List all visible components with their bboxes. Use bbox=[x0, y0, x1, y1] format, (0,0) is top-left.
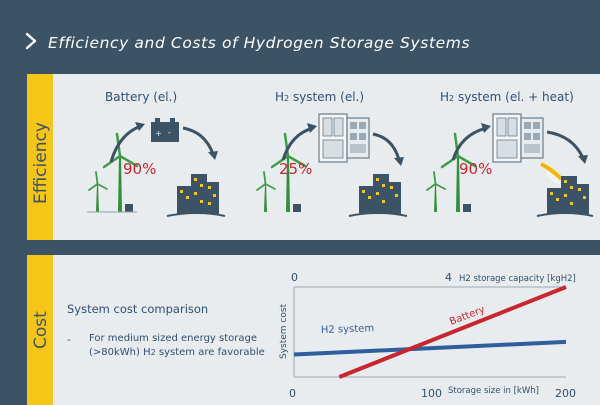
scenario-title-h2-el-heat: H2 system (el. + heat) bbox=[440, 90, 574, 104]
page-title: Efficiency and Costs of Hydrogen Storage… bbox=[48, 34, 471, 52]
top-axis-label: H2 storage capacity [kgH2] bbox=[459, 274, 576, 284]
scenario-title-battery: Battery (el.) bbox=[105, 90, 178, 104]
x-axis-label: Storage size in [kWh] bbox=[448, 386, 539, 396]
efficiency-value-battery: 90% bbox=[123, 160, 157, 178]
cost-comparison-title: System cost comparison bbox=[67, 302, 209, 316]
efficiency-value-h2-el: 25% bbox=[279, 160, 313, 178]
scenario-title-h2-el: H2 system (el.) bbox=[275, 90, 365, 104]
x-tick-0: 0 bbox=[289, 387, 296, 400]
chevron-right-icon bbox=[25, 32, 37, 50]
buildings-icon bbox=[166, 174, 226, 217]
buildings-icon bbox=[348, 174, 407, 217]
buildings-icon bbox=[536, 176, 594, 217]
header: Efficiency and Costs of Hydrogen Storage… bbox=[0, 0, 600, 66]
cost-label: Cost bbox=[31, 311, 51, 349]
efficiency-value-h2-el-heat: 90% bbox=[459, 160, 493, 178]
arrow-head-icon bbox=[135, 122, 145, 131]
series-label-h2: H2 system bbox=[321, 323, 375, 336]
svg-text:+: + bbox=[155, 129, 162, 138]
svg-text:-: - bbox=[168, 128, 171, 137]
y-axis-label: System cost bbox=[279, 303, 289, 359]
bullet-dash: - bbox=[67, 334, 71, 346]
battery-icon: + - bbox=[151, 118, 179, 142]
x-tick-100: 100 bbox=[421, 387, 442, 400]
cost-side-tab bbox=[27, 255, 53, 405]
h2-cabinet-icon bbox=[318, 113, 370, 163]
h2-cabinet-icon bbox=[492, 113, 544, 163]
efficiency-side-tab bbox=[27, 74, 53, 240]
top-axis-tick-4: 4 bbox=[445, 271, 452, 284]
series-line-battery bbox=[338, 285, 567, 379]
wind-turbine-icon bbox=[256, 132, 307, 212]
wind-turbine-icon bbox=[426, 132, 477, 212]
efficiency-panel: Efficiency Battery (el.) + - bbox=[27, 74, 600, 240]
series-line-h2 bbox=[293, 339, 567, 357]
top-axis-tick-0: 0 bbox=[291, 271, 298, 284]
scenario-h2-el-heat-diagram: heat bbox=[426, 113, 594, 217]
efficiency-label: Efficiency bbox=[31, 122, 51, 204]
bullet-text: For medium sized energy storage (>80kWh)… bbox=[89, 333, 265, 358]
cost-panel: Cost System cost comparison - For medium… bbox=[27, 255, 600, 405]
scenario-battery-diagram: + - bbox=[87, 118, 226, 217]
x-tick-200: 200 bbox=[555, 387, 576, 400]
scenario-h2-el-diagram bbox=[256, 113, 407, 217]
system-cost-chart: 0 4 H2 storage capacity [kgH2] System co… bbox=[279, 271, 576, 400]
